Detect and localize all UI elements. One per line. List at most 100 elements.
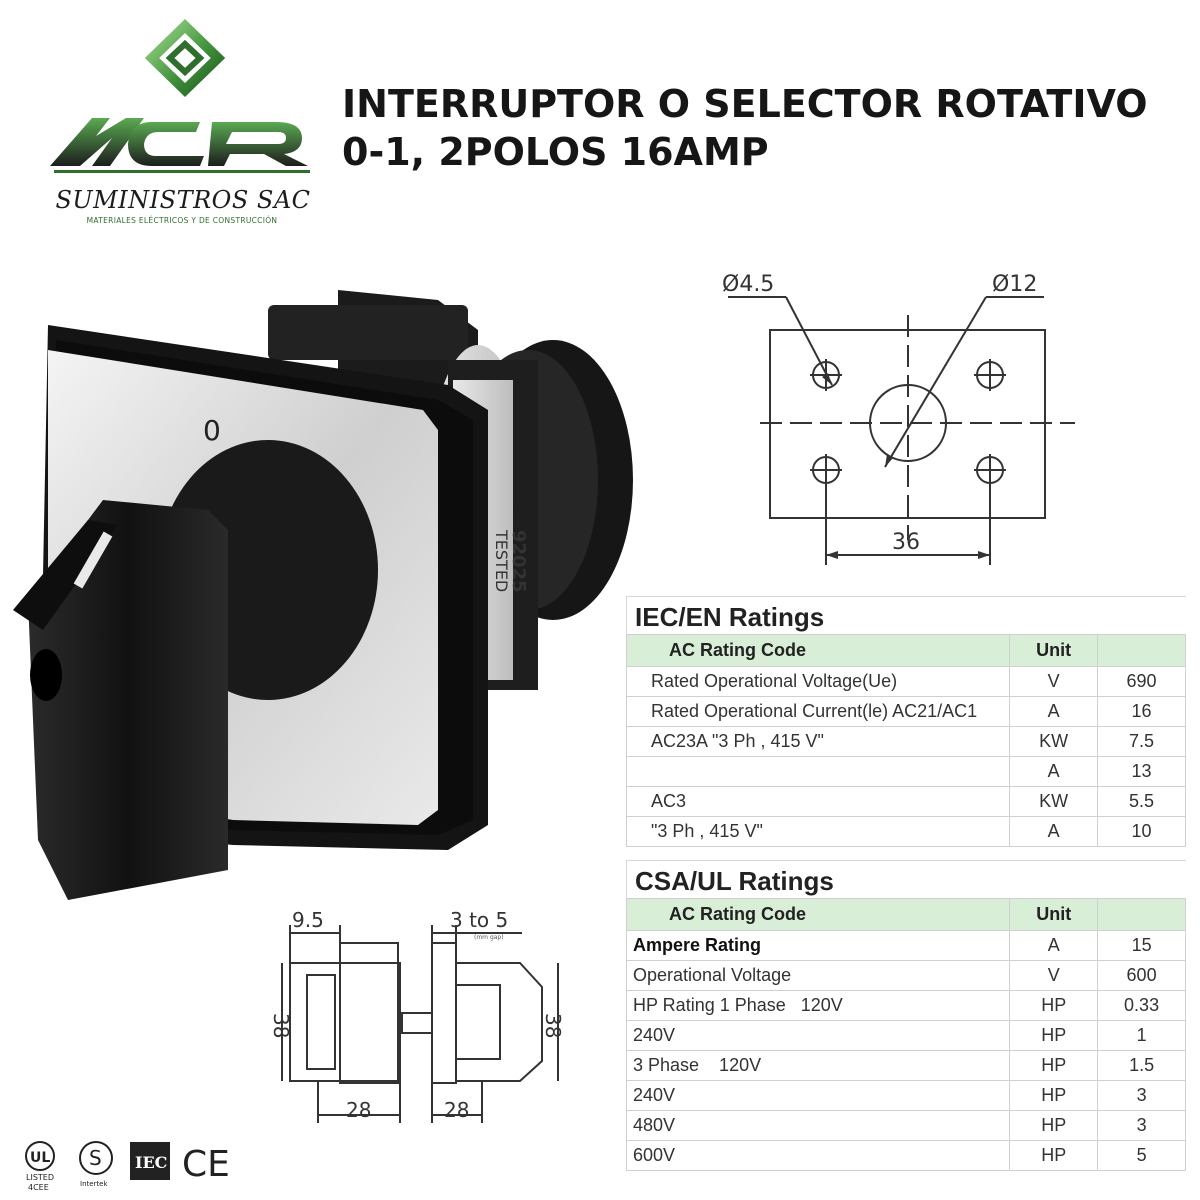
- table-row: 240V HP 1: [625, 1020, 1186, 1051]
- svg-text:LISTED: LISTED: [26, 1173, 54, 1182]
- table-row: Rated Operational Current(le) AC21/AC1 A…: [625, 696, 1186, 727]
- cell-code: Rated Operational Voltage(Ue): [625, 666, 1011, 697]
- cell-code: Ampere Rating: [625, 930, 1011, 961]
- dial-label-0: 0: [203, 414, 221, 447]
- cell-unit: HP: [1009, 1050, 1099, 1081]
- cell-code: Rated Operational Current(le) AC21/AC1: [625, 696, 1011, 727]
- certification-marks: UL LISTED 4CEE S Intertek IEC CE: [22, 1136, 252, 1196]
- cell-code: AC23A "3 Ph , 415 V": [625, 726, 1011, 757]
- cell-unit: A: [1009, 930, 1099, 961]
- table-row: AC23A "3 Ph , 415 V" KW 7.5: [625, 726, 1186, 757]
- cell-code: Operational Voltage: [625, 960, 1011, 991]
- brand-logo: SUMINISTROS SAC MATERIALES ELÉCTRICOS Y …: [40, 18, 320, 225]
- table-row: Rated Operational Voltage(Ue) V 690: [625, 666, 1186, 697]
- svg-text:IEC: IEC: [135, 1153, 167, 1172]
- mounting-hole-drawing: Ø4.5 Ø12 36: [700, 255, 1100, 585]
- cell-unit: HP: [1009, 1020, 1099, 1051]
- header-code: AC Rating Code: [625, 898, 1011, 931]
- table-header-row: AC Rating Code Unit: [625, 898, 1186, 931]
- cell-code: HP Rating 1 Phase 120V: [625, 990, 1011, 1021]
- hole-dim-label: Ø4.5: [722, 272, 774, 297]
- cell-code: AC3: [625, 786, 1011, 817]
- title-line-1: INTERRUPTOR O SELECTOR ROTATIVO: [342, 82, 1148, 126]
- table-row: 3 Phase 120V HP 1.5: [625, 1050, 1186, 1081]
- cell-unit: V: [1009, 960, 1099, 991]
- diamond-emblem-icon: [144, 19, 226, 97]
- rotary-handle: [13, 440, 378, 900]
- iec-ratings-title: IEC/EN Ratings: [626, 596, 1186, 634]
- cell-value: 5: [1097, 1140, 1186, 1171]
- table-row: 600V HP 5: [625, 1140, 1186, 1171]
- dim-top-right-note: (mm gap): [474, 934, 504, 941]
- cell-value: 13: [1097, 756, 1186, 787]
- cell-value: 7.5: [1097, 726, 1186, 757]
- svg-text:CE: CE: [182, 1144, 230, 1185]
- svg-text:Intertek: Intertek: [80, 1180, 108, 1188]
- dim-bottom-left: 28: [346, 1098, 371, 1122]
- cell-value: 1: [1097, 1020, 1186, 1051]
- mcr-letters-icon: [50, 118, 308, 166]
- cell-unit: KW: [1009, 786, 1099, 817]
- title-line-2: 0-1, 2POLOS 16AMP: [342, 130, 769, 174]
- product-title: INTERRUPTOR O SELECTOR ROTATIVO 0-1, 2PO…: [342, 80, 1192, 176]
- header-value: [1097, 898, 1186, 931]
- product-photo: 92025 TESTED 0 1: [8, 270, 648, 910]
- cell-value: 3: [1097, 1080, 1186, 1111]
- svg-text:UL: UL: [30, 1150, 50, 1166]
- ul-listed-icon: UL LISTED 4CEE: [25, 1141, 55, 1192]
- cell-unit: A: [1009, 696, 1099, 727]
- table-row: Operational Voltage V 600: [625, 960, 1186, 991]
- side-profile-drawing: 9.5 3 to 5 (mm gap) 38 38 28 28: [262, 905, 582, 1145]
- cell-code: 480V: [625, 1110, 1011, 1141]
- cell-code: 240V: [625, 1080, 1011, 1111]
- csa-ratings-title: CSA/UL Ratings: [626, 860, 1186, 898]
- cell-code: "3 Ph , 415 V": [625, 816, 1011, 847]
- iec-ratings-table: AC Rating Code Unit Rated Operational Vo…: [625, 634, 1186, 847]
- table-header-row: AC Rating Code Unit: [625, 634, 1186, 667]
- company-tagline: MATERIALES ELÉCTRICOS Y DE CONSTRUCCIÓN: [86, 216, 278, 225]
- cell-unit: V: [1009, 666, 1099, 697]
- svg-text:4CEE: 4CEE: [28, 1183, 49, 1192]
- cell-unit: HP: [1009, 1110, 1099, 1141]
- iec-mark-icon: IEC: [130, 1142, 170, 1180]
- svg-text:S: S: [89, 1146, 102, 1170]
- cell-unit: A: [1009, 756, 1099, 787]
- cell-value: 15: [1097, 930, 1186, 961]
- company-name: SUMINISTROS SAC: [55, 186, 311, 214]
- ce-mark-icon: CE: [182, 1144, 230, 1185]
- cell-value: 5.5: [1097, 786, 1186, 817]
- table-row: A 13: [625, 756, 1186, 787]
- dim-bottom-right: 28: [444, 1098, 469, 1122]
- cell-unit: KW: [1009, 726, 1099, 757]
- header-unit: Unit: [1009, 898, 1099, 931]
- cell-code: 240V: [625, 1020, 1011, 1051]
- cell-value: 0.33: [1097, 990, 1186, 1021]
- body-print-2: TESTED: [492, 529, 511, 592]
- cell-unit: HP: [1009, 990, 1099, 1021]
- cell-unit: HP: [1009, 1080, 1099, 1111]
- dim-top-left: 9.5: [292, 908, 324, 932]
- csa-ratings-section: CSA/UL Ratings AC Rating Code Unit Amper…: [625, 860, 1186, 1171]
- cell-value: 16: [1097, 696, 1186, 727]
- csa-ratings-table: AC Rating Code Unit Ampere Rating A 15 O…: [625, 898, 1186, 1171]
- cell-unit: A: [1009, 816, 1099, 847]
- cell-unit: HP: [1009, 1140, 1099, 1171]
- center-dim-label: Ø12: [992, 272, 1037, 297]
- cell-code: 600V: [625, 1140, 1011, 1171]
- cell-value: 1.5: [1097, 1050, 1186, 1081]
- cell-value: 690: [1097, 666, 1186, 697]
- cell-code: [625, 756, 1011, 787]
- iec-ratings-section: IEC/EN Ratings AC Rating Code Unit Rated…: [625, 596, 1186, 847]
- csa-intertek-icon: S Intertek: [79, 1141, 113, 1188]
- cell-value: 3: [1097, 1110, 1186, 1141]
- header-unit: Unit: [1009, 634, 1099, 667]
- mcr-logo-mark: [50, 19, 310, 173]
- table-row: 480V HP 3: [625, 1110, 1186, 1141]
- body-print-1: 92025: [508, 530, 529, 593]
- table-row: Ampere Rating A 15: [625, 930, 1186, 961]
- dim-top-right: 3 to 5: [450, 908, 508, 932]
- header-code: AC Rating Code: [625, 634, 1011, 667]
- table-row: HP Rating 1 Phase 120V HP 0.33: [625, 990, 1186, 1021]
- dim-height-left: 38: [269, 1013, 293, 1038]
- cell-code: 3 Phase 120V: [625, 1050, 1011, 1081]
